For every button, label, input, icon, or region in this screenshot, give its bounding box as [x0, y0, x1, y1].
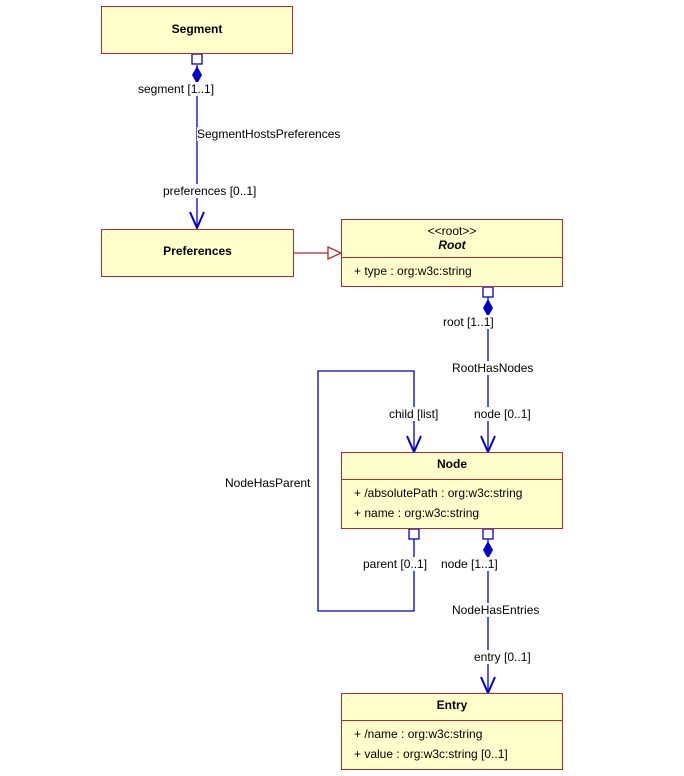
attribute-entry-value: + value : org:w3c:string [0..1] — [354, 747, 508, 761]
stereotype-root: <<root>> — [427, 224, 477, 238]
class-node[interactable]: Node + /absolutePath : org:w3c:string + … — [341, 452, 563, 529]
attribute-section-root: + type : org:w3c:string — [342, 257, 562, 281]
role-label-node-source: node [1..1] — [441, 557, 498, 571]
node-end-marker — [482, 528, 494, 540]
role-label-parent: parent [0..1] — [363, 557, 428, 571]
class-name-preferences: Preferences — [163, 244, 232, 258]
role-label-preferences: preferences [0..1] — [163, 184, 257, 198]
role-label-root: root [1..1] — [443, 315, 494, 329]
role-label-node-target: node [0..1] — [474, 407, 531, 421]
class-root[interactable]: <<root>> Root + type : org:w3c:string — [341, 219, 563, 287]
parent-end-marker — [408, 528, 420, 540]
class-segment[interactable]: Segment — [101, 6, 293, 54]
root-end-marker — [482, 286, 494, 298]
class-name-segment: Segment — [171, 22, 223, 36]
role-label-segment: segment [1..1] — [138, 82, 215, 96]
class-preferences[interactable]: Preferences — [101, 229, 294, 277]
composition-diamond-root — [483, 299, 493, 317]
role-label-child: child [list] — [389, 407, 439, 421]
attribute-absolute-path: + /absolutePath : org:w3c:string — [354, 486, 523, 500]
attribute-entry-name: + /name : org:w3c:string — [354, 727, 483, 741]
generalization-arrowhead — [327, 245, 343, 261]
navigability-arrow-preferences — [189, 211, 205, 231]
attribute-section-node: + /absolutePath : org:w3c:string + name … — [342, 479, 562, 523]
class-header-root: <<root>> Root — [342, 220, 562, 257]
composition-diamond-segment — [192, 66, 202, 84]
composition-diamond-node — [483, 541, 493, 559]
attribute-section-entry: + /name : org:w3c:string + value : org:w… — [342, 720, 562, 764]
association-name-node-has-parent: NodeHasParent — [225, 476, 311, 490]
class-name-entry: Entry — [436, 698, 468, 712]
attribute-name: + name : org:w3c:string — [354, 506, 480, 520]
association-name-node-has-entries: NodeHasEntries — [452, 603, 540, 617]
class-entry[interactable]: Entry + /name : org:w3c:string + value :… — [341, 693, 563, 770]
role-label-entry: entry [0..1] — [474, 650, 531, 664]
association-name-root-has-nodes: RootHasNodes — [452, 361, 534, 375]
association-line-node-parent — [317, 370, 415, 612]
class-name-root: Root — [438, 238, 466, 252]
segment-end-marker — [191, 53, 203, 65]
class-name-node: Node — [437, 457, 467, 471]
attribute-type: + type : org:w3c:string — [354, 264, 472, 278]
association-name-segment-hosts-preferences: SegmentHostsPreferences — [197, 127, 341, 141]
